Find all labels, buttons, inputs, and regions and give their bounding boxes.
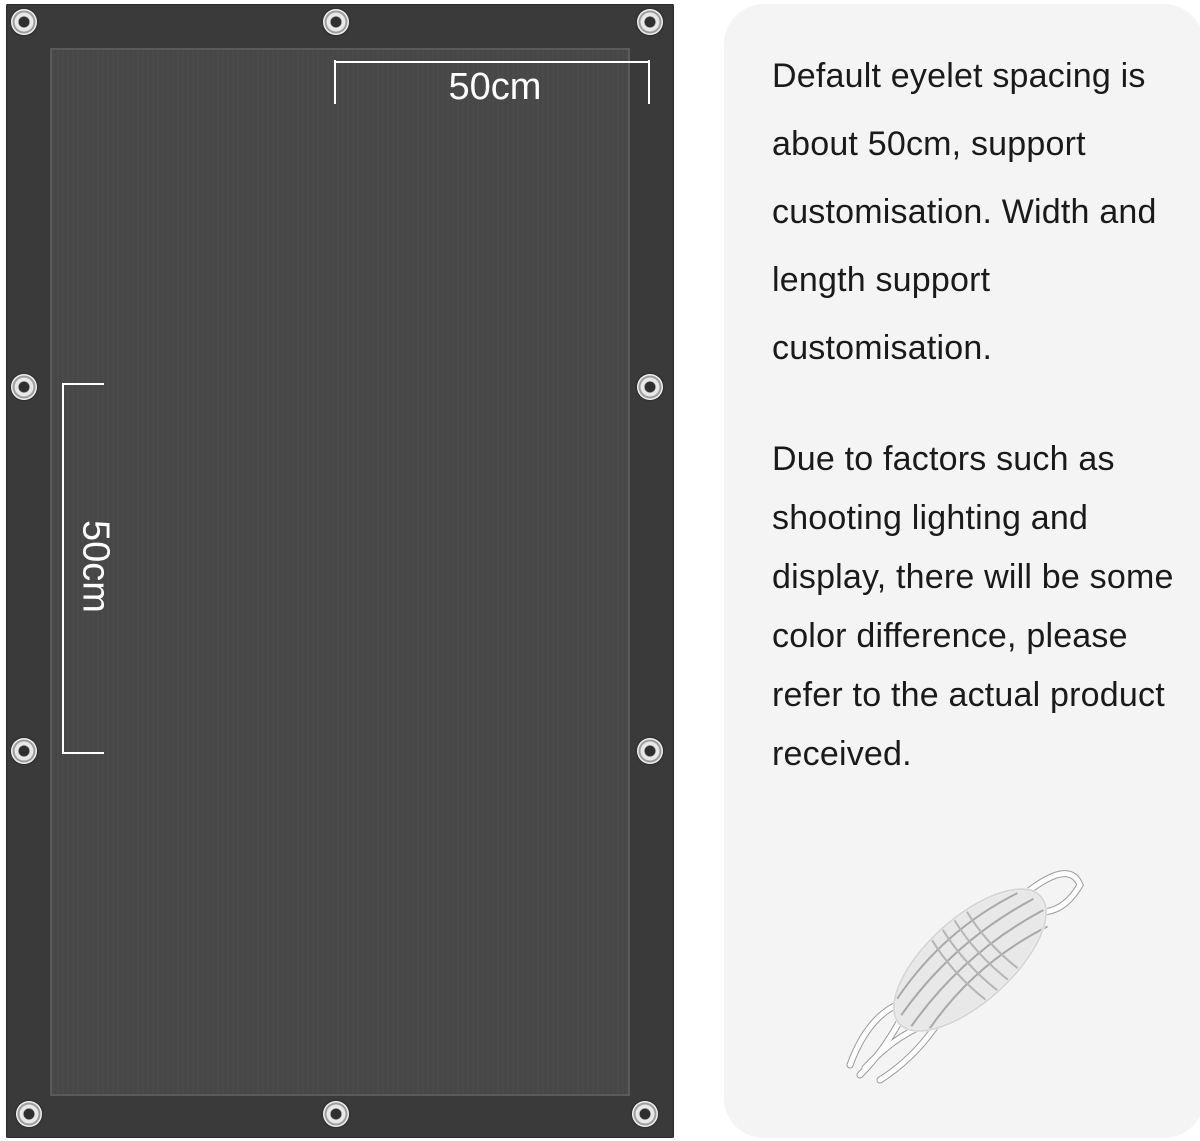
horizontal-dimension-line xyxy=(336,61,650,63)
eyelet-icon xyxy=(637,374,663,400)
color-difference-note: Due to factors such as shooting lighting… xyxy=(772,440,1174,773)
eyelet-icon xyxy=(323,9,349,35)
eyelet-icon xyxy=(637,9,663,35)
eyelet-icon xyxy=(637,738,663,764)
horizontal-dimension-tick xyxy=(648,60,650,104)
eyelet-icon xyxy=(323,1101,349,1127)
eyelet-icon xyxy=(11,738,37,764)
horizontal-dimension-tick xyxy=(334,60,336,104)
shade-tarp xyxy=(6,4,674,1138)
vertical-dimension-tick xyxy=(62,752,104,754)
eyelet-icon xyxy=(16,1101,42,1127)
eyelet-icon xyxy=(632,1101,658,1127)
eyelet-icon xyxy=(11,9,37,35)
vertical-dimension-tick xyxy=(62,383,104,385)
vertical-dimension-line xyxy=(62,384,64,754)
eyelet-icon xyxy=(11,374,37,400)
horizontal-dimension-label: 50cm xyxy=(448,66,542,108)
eyelet-spacing-note: Default eyelet spacing is about 50cm, su… xyxy=(772,57,1157,367)
tarp-panel xyxy=(50,48,630,1096)
rope-bundle-icon xyxy=(846,870,1084,1084)
vertical-dimension-label: 50cm xyxy=(74,520,117,613)
